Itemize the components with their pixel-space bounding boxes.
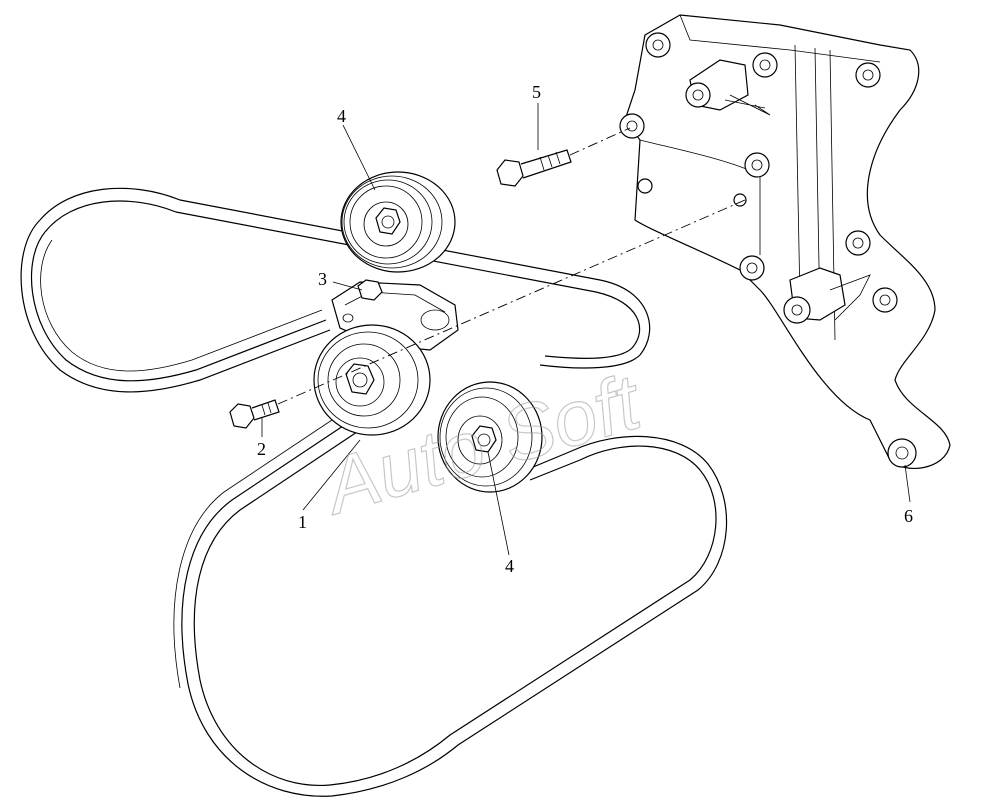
callout-1: 1 <box>298 512 307 532</box>
bolt-lower <box>229 399 280 429</box>
mounting-bracket <box>619 14 951 469</box>
bolt-upper <box>496 149 572 187</box>
callout-4-lower: 4 <box>505 556 514 576</box>
idler-pulley-upper <box>340 171 456 273</box>
callout-3: 3 <box>318 269 327 289</box>
idler-pulley-lower <box>437 381 543 493</box>
callout-2: 2 <box>257 439 266 459</box>
belt-tensioner <box>313 279 459 436</box>
leader-lines <box>261 103 911 556</box>
callout-6: 6 <box>904 506 913 526</box>
callout-5: 5 <box>532 82 541 102</box>
poly-v-belt <box>20 187 728 797</box>
callout-4-upper: 4 <box>337 106 346 126</box>
assembly-centerlines <box>277 127 746 405</box>
